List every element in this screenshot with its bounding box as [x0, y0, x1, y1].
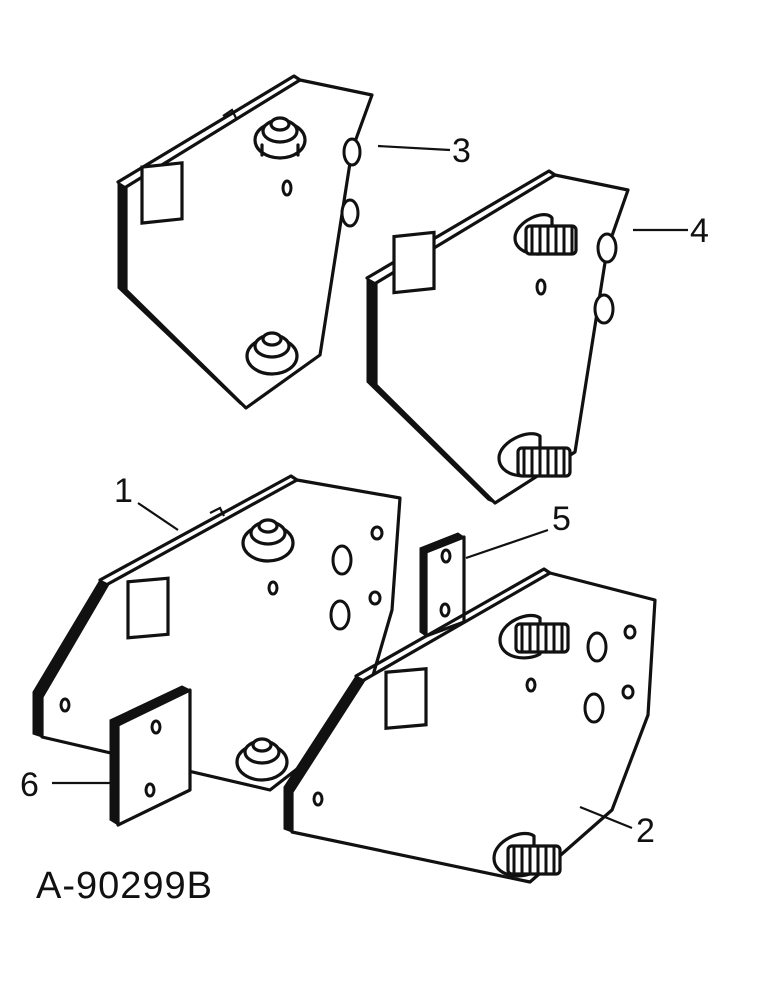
plate-4-top-stud — [513, 213, 578, 256]
figure-id: A-90299B — [36, 865, 213, 907]
callout-3: 3 — [452, 132, 471, 170]
callout-2: 2 — [636, 812, 655, 850]
plate-4 — [365, 169, 630, 505]
leader-lines — [52, 144, 688, 830]
plate-1-bottom-nut — [235, 737, 289, 782]
plate-3 — [116, 74, 374, 410]
callout-5: 5 — [552, 500, 571, 538]
callout-6: 6 — [20, 766, 39, 804]
callout-4: 4 — [690, 212, 709, 250]
spacer-6 — [109, 685, 192, 827]
plate-2 — [283, 567, 657, 884]
plate-2-top-stud — [498, 613, 570, 660]
plate-1-top-nut — [209, 506, 295, 563]
plate-2-bottom-stud — [492, 831, 562, 878]
plate-3-bottom-nut — [245, 331, 299, 376]
callout-1: 1 — [114, 472, 133, 510]
plate-3-top-nut — [222, 108, 307, 160]
spacer-5 — [419, 532, 466, 638]
plate-4-bottom-stud — [497, 432, 572, 478]
